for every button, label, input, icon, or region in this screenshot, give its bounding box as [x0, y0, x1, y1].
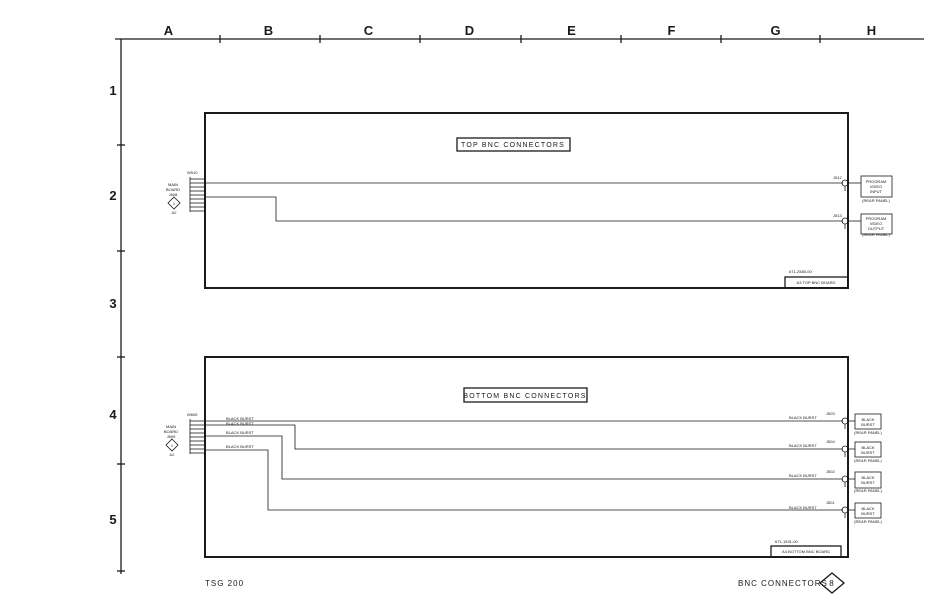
bottom-board-title: BOTTOM BNC CONNECTORS: [463, 393, 586, 400]
bottom-trace-4: [204, 449, 843, 511]
bottom-source-line3: J609: [167, 434, 176, 439]
sheet-number-diamond-icon: [818, 572, 846, 594]
top-source-symbol: 1: [173, 201, 176, 206]
bottom-board: BOTTOM BNC CONNECTORS 671-1531-00 A4 BOT…: [164, 356, 883, 558]
bottom-board-label: A4 BOTTOM BNC BOARD: [782, 549, 830, 554]
top-output-1-line1: PROGRAM: [866, 179, 887, 184]
bottom-left-label-2: BLACK BURST: [226, 421, 254, 426]
row-header-4: 4: [109, 407, 117, 422]
top-board-label: A3 TOP BNC BOARD: [797, 280, 836, 285]
top-board-part-number: 671-2585-00: [789, 269, 812, 274]
top-input-connector: [189, 177, 204, 212]
bottom-output-1-line2: BURST: [861, 422, 875, 427]
bottom-jack-4-label: J501: [826, 500, 835, 505]
bottom-board-title-box: [463, 387, 588, 403]
bottom-board-part-number: 671-1531-00: [775, 539, 798, 544]
bottom-signal-3: BLACK BURST: [789, 473, 817, 478]
bottom-output-4-line1: BLACK: [861, 506, 874, 511]
bottom-left-label-3: BLACK BURST: [226, 430, 254, 435]
bottom-source-line1: MAIN: [166, 424, 176, 429]
column-header-h: H: [867, 23, 877, 38]
column-header-c: C: [364, 23, 374, 38]
top-output-1-line3: INPUT: [870, 189, 883, 194]
bottom-input-connector: [189, 419, 204, 454]
top-output-2-line3: OUTPUT: [868, 226, 885, 231]
row-headers: 1 2 3 4 5: [109, 83, 117, 527]
bottom-source-diamond-icon: [165, 438, 179, 452]
bottom-output-4-panel: (REAR PANEL): [854, 519, 882, 524]
bottom-signal-2: BLACK BURST: [789, 443, 817, 448]
top-output-2-panel: (REAR PANEL): [862, 232, 890, 237]
bottom-signal-1: BLACK BURST: [789, 415, 817, 420]
top-jack-2-label: J513: [833, 213, 842, 218]
bottom-left-label-4: BLACK BURST: [226, 444, 254, 449]
row-header-5: 5: [109, 512, 116, 527]
footer: TSG 200 BNC CONNECTORS 8: [205, 572, 846, 594]
top-source-diamond-icon: [167, 196, 181, 210]
top-output-1-box: [860, 175, 893, 198]
column-headers: A B C D E F G H: [164, 23, 877, 38]
bottom-source-symbol: 1: [171, 443, 174, 448]
column-header-e: E: [567, 23, 577, 38]
bottom-output-1-box: [854, 413, 882, 430]
footer-model: TSG 200: [205, 579, 244, 588]
bottom-source-ref: A2: [170, 452, 176, 457]
row-header-3: 3: [109, 296, 116, 311]
bottom-left-label-1: BLACK BURST: [226, 416, 254, 421]
top-source-ref: A2: [172, 210, 178, 215]
bottom-jack-3-label: J502: [826, 469, 835, 474]
top-board-outline: [204, 112, 849, 289]
top-board-label-box: [784, 276, 849, 289]
bottom-output-2-box: [854, 441, 882, 458]
bottom-output-1-panel: (REAR PANEL): [854, 430, 882, 435]
bottom-output-4-box: [854, 502, 882, 519]
top-source-line3: J608: [169, 192, 178, 197]
footer-sheet-title: BNC CONNECTORS: [738, 579, 828, 588]
bottom-output-4-line2: BURST: [861, 511, 875, 516]
bottom-output-3-box: [854, 471, 882, 489]
column-header-b: B: [264, 23, 274, 38]
top-output-2-line2: VIDEO: [870, 221, 882, 226]
bottom-jack-2-label: J504: [826, 439, 835, 444]
top-output-1-panel: (REAR PANEL): [862, 198, 890, 203]
bottom-output-1-line1: BLACK: [861, 417, 874, 422]
top-input-connector-label: W510: [187, 170, 198, 175]
footer-sheet-number: 8: [829, 579, 834, 588]
top-output-1-line2: VIDEO: [870, 184, 882, 189]
top-trace-2: [204, 196, 843, 222]
grid-frame: [115, 35, 924, 574]
bottom-output-3-panel: (REAR PANEL): [854, 488, 882, 493]
bottom-trace-2: [204, 424, 843, 450]
bottom-output-2-line2: BURST: [861, 450, 875, 455]
bottom-output-3-line1: BLACK: [861, 475, 874, 480]
row-header-2: 2: [109, 188, 116, 203]
bottom-input-connector-label: W605: [187, 412, 198, 417]
top-jack-1-label: J512: [833, 175, 842, 180]
top-source-line2: BOARD: [166, 187, 180, 192]
top-output-2-box: [860, 213, 893, 235]
bottom-board-outline: [204, 356, 849, 558]
bottom-trace-3: [204, 435, 843, 480]
column-header-g: G: [770, 23, 781, 38]
top-output-2-line1: PROGRAM: [866, 216, 887, 221]
bottom-signal-4: BLACK BURST: [789, 505, 817, 510]
top-board: TOP BNC CONNECTORS 671-2585-00 A3 TOP BN…: [166, 112, 893, 289]
bottom-jack-1-label: J503: [826, 411, 835, 416]
column-header-f: F: [668, 23, 677, 38]
column-header-d: D: [465, 23, 475, 38]
column-header-a: A: [164, 23, 174, 38]
bottom-output-2-line1: BLACK: [861, 445, 874, 450]
top-source-line1: MAIN: [168, 182, 178, 187]
top-board-title: TOP BNC CONNECTORS: [461, 142, 565, 149]
bottom-board-label-box: [770, 545, 842, 558]
top-board-title-box: [456, 137, 571, 152]
bottom-source-line2: BOARD: [164, 429, 178, 434]
bottom-output-3-line2: BURST: [861, 480, 875, 485]
bottom-output-2-panel: (REAR PANEL): [854, 458, 882, 463]
row-header-1: 1: [109, 83, 116, 98]
